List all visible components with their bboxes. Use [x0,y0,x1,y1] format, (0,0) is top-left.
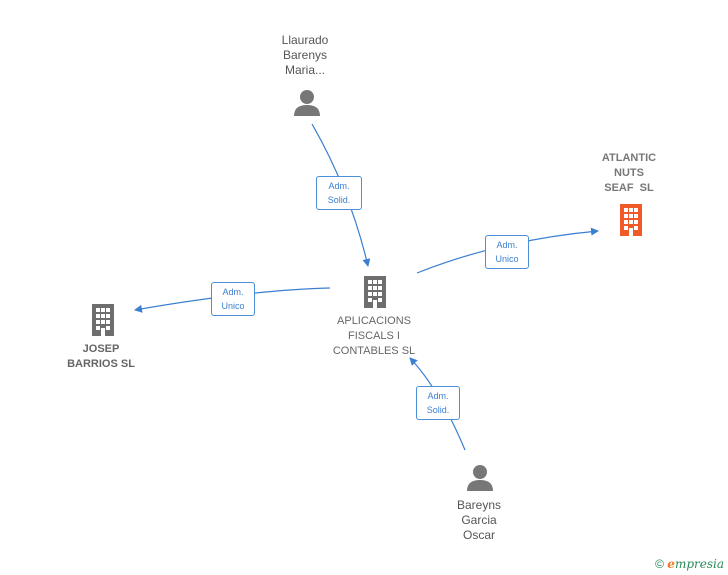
company-label-atlantic: ATLANTIC NUTS SEAF SL [601,152,657,194]
edge-label-aplicaciones-atlantic[interactable]: Adm. Unico [485,235,529,269]
watermark: © empresia [655,557,724,571]
person-icon[interactable] [292,88,322,118]
building-icon[interactable] [360,274,390,310]
edge-label-llaurado-aplicaciones[interactable]: Adm. Solid. [316,176,362,210]
brand-logo: empresia [667,557,724,571]
copyright-symbol: © [655,557,664,571]
company-label-aplicaciones: APLICACIONS FISCALS I CONTABLES SL [332,315,416,357]
building-icon-focus[interactable] [616,202,646,238]
person-icon[interactable] [465,463,495,493]
company-node-atlantic[interactable]: ATLANTIC NUTS SEAF SL [580,151,678,196]
edge-label-bareyns-aplicaciones[interactable]: Adm. Solid. [416,386,460,420]
person-node-llaurado[interactable]: Llaurado Barenys Maria... [262,33,348,78]
company-label-josep: JOSEP BARRIOS SL [67,343,135,370]
person-node-bareyns[interactable]: Bareyns Garcia Oscar [436,498,522,543]
building-icon[interactable] [88,302,118,338]
company-node-aplicaciones[interactable]: APLICACIONS FISCALS I CONTABLES SL [318,314,430,359]
company-node-josep[interactable]: JOSEP BARRIOS SL [50,342,152,372]
edge-label-aplicaciones-josep[interactable]: Adm. Unico [211,282,255,316]
person-label-bareyns: Bareyns Garcia Oscar [456,498,502,542]
person-label-llaurado: Llaurado Barenys Maria... [281,33,329,77]
